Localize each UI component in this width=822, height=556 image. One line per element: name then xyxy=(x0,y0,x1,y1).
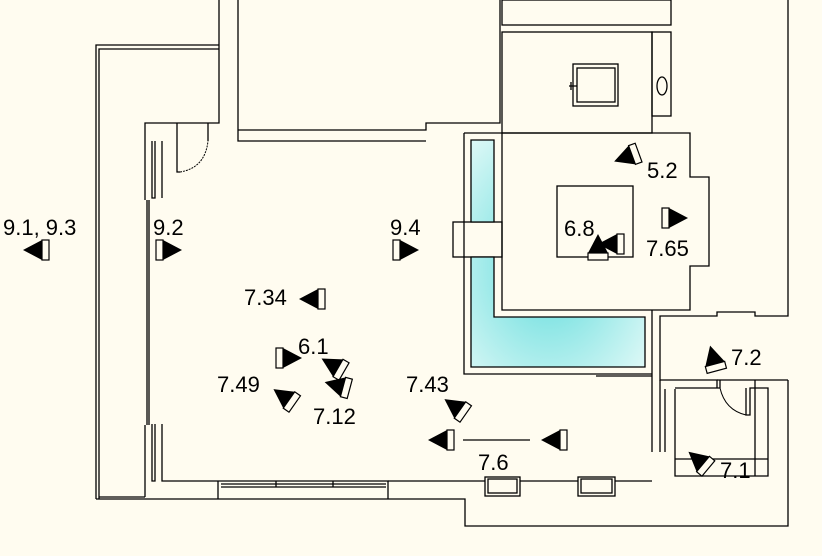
marker-label: 9.2 xyxy=(153,215,184,240)
pool xyxy=(470,139,646,368)
marker-label: 7.2 xyxy=(731,345,762,370)
marker-label: 9.4 xyxy=(390,215,421,240)
camera-marker-icon[interactable]: 7.2 xyxy=(699,342,762,374)
sink xyxy=(572,63,619,107)
marker-label: 7.34 xyxy=(244,285,287,310)
camera-marker-icon[interactable]: 5.2 xyxy=(610,142,678,183)
door-swing xyxy=(179,140,209,173)
marker-label: 7.1 xyxy=(720,458,751,483)
camera-marker-icon[interactable]: 7.65 xyxy=(646,207,689,261)
camera-marker-icon[interactable]: 9.4 xyxy=(390,215,421,261)
camera-marker-icon[interactable]: 7.12 xyxy=(313,349,356,429)
toilet xyxy=(656,76,668,96)
camera-marker-icon[interactable]: 6.8 xyxy=(564,216,625,261)
marker-label: 5.2 xyxy=(647,158,678,183)
camera-marker-icon[interactable]: 9.2 xyxy=(153,215,184,261)
camera-markers: 9.1, 9.3 9.2 9.4 7.34 6.1 7.49 7.12 7.43… xyxy=(3,142,762,483)
walls xyxy=(95,0,789,527)
marker-label: 7.43 xyxy=(406,372,449,397)
marker-label: 7.65 xyxy=(646,236,689,261)
camera-marker-icon[interactable]: 7.34 xyxy=(244,285,326,310)
camera-marker-icon[interactable]: 6.1 xyxy=(275,334,329,369)
camera-marker-icon[interactable]: 7.6 xyxy=(427,429,568,475)
marker-label: 7.49 xyxy=(217,372,260,397)
marker-label: 7.6 xyxy=(478,450,509,475)
camera-marker-icon[interactable]: 7.49 xyxy=(217,372,302,413)
window xyxy=(577,476,616,497)
camera-marker-icon[interactable]: 9.1, 9.3 xyxy=(3,215,76,261)
window xyxy=(484,476,521,497)
marker-label: 6.1 xyxy=(298,334,329,359)
marker-label: 7.12 xyxy=(313,404,356,429)
marker-label: 6.8 xyxy=(564,216,595,241)
door-swing xyxy=(719,387,747,416)
camera-marker-icon[interactable]: 7.1 xyxy=(681,443,751,483)
marker-label: 9.1, 9.3 xyxy=(3,215,76,240)
camera-marker-icon[interactable]: 7.43 xyxy=(406,372,473,423)
